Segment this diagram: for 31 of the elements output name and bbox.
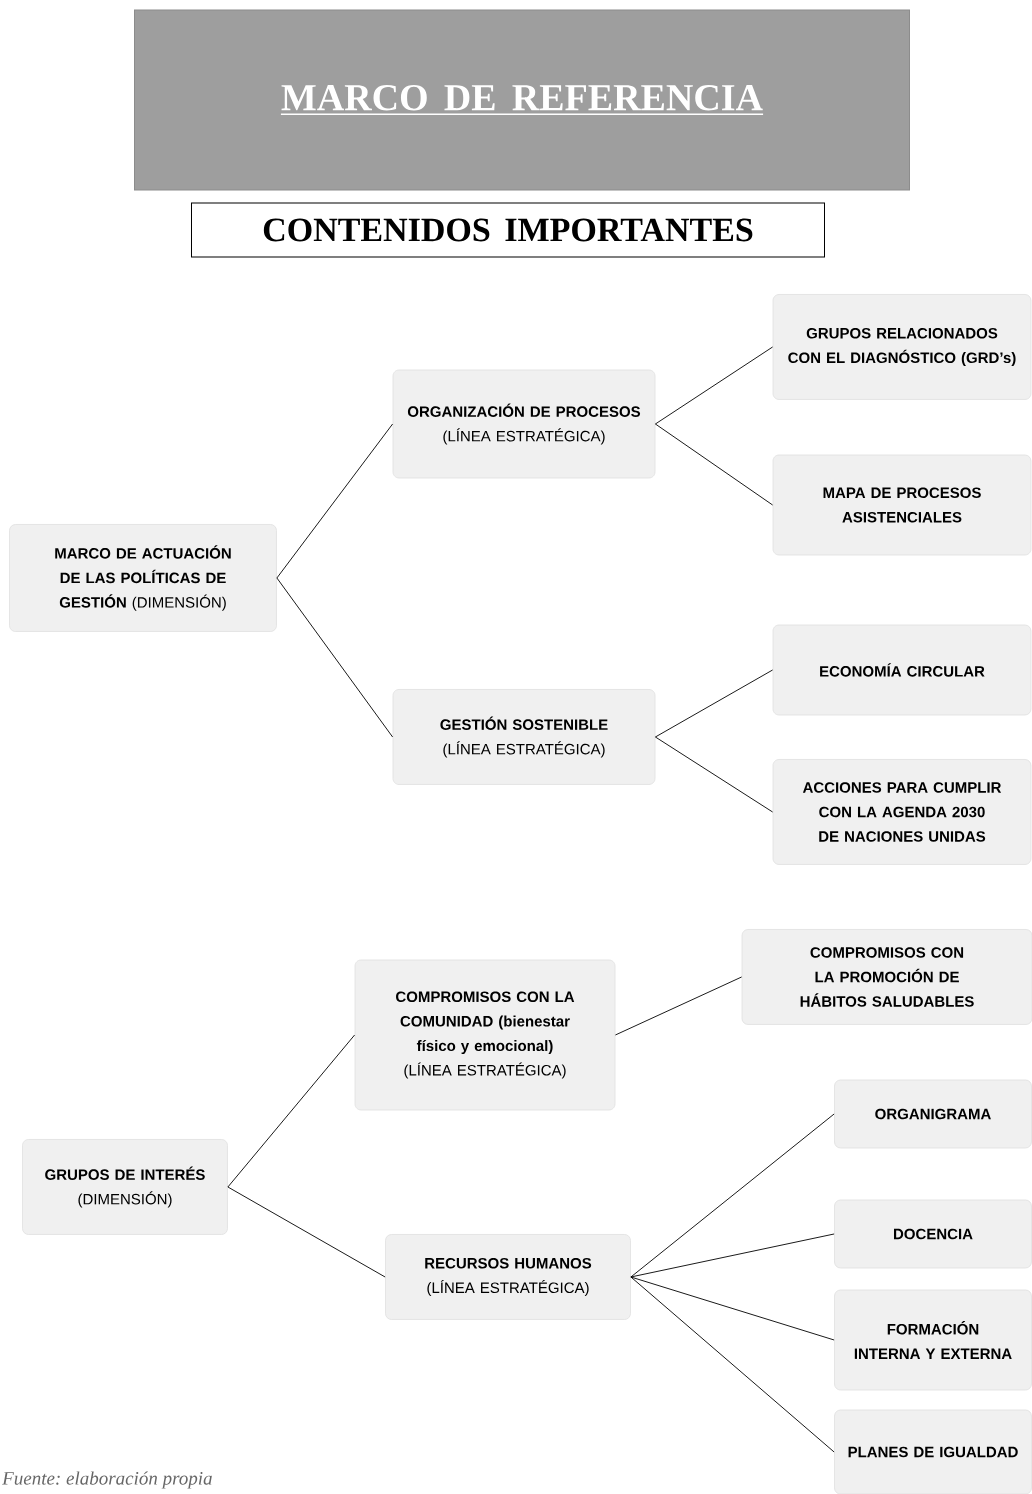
connector-line [654, 423, 774, 506]
concept-box: GRUPOS DE INTERÉS (DIMENSIÓN) [22, 1139, 228, 1235]
concept-box: RECURSOS HUMANOS (LÍNEA ESTRATÉGICA) [385, 1234, 631, 1320]
connector-line [654, 346, 774, 425]
connector-line [630, 1113, 835, 1278]
connector-line [276, 577, 394, 738]
concept-box: ORGANIZACIÓN DE PROCESOS (LÍNEA ESTRATÉGICA) [392, 369, 656, 479]
concept-box: MARCO DE ACTUACIÓN DE LAS POLÍTICAS DE GESTIÓN (DIMENSIÓN) [9, 524, 277, 632]
concept-box: MAPA DE PROCESOS ASISTENCIALES [772, 454, 1032, 556]
connector-line [227, 1186, 386, 1278]
connector-line [630, 1276, 835, 1453]
title-banner: MARCO DE REFERENCIA [134, 9, 910, 191]
heading-box: CONTENIDOS IMPORTANTES [191, 202, 825, 258]
concept-box: COMPROMISOS CON LA COMUNIDAD (bienestar físico y emocional) (LÍNEA ESTRATÉGICA) [354, 959, 616, 1111]
connector-line [630, 1276, 835, 1341]
connector-line [630, 1233, 835, 1278]
concept-box: ACCIONES PARA CUMPLIR CON LA AGENDA 2030 DE NACIONES UNIDAS [772, 759, 1032, 865]
concept-box: PLANES DE IGUALDAD [834, 1409, 1032, 1494]
connector-line [654, 736, 774, 813]
concept-box: FORMACIÓN INTERNA Y EXTERNA [834, 1289, 1032, 1391]
concept-box: DOCENCIA [834, 1199, 1032, 1269]
connector-line [654, 669, 774, 738]
connector-line [614, 976, 743, 1036]
concept-box: GRUPOS RELACIONADOS CON EL DIAGNÓSTICO (GRD’s) [772, 294, 1032, 400]
concept-box: ECONOMÍA CIRCULAR [772, 624, 1032, 716]
concept-box: GESTIÓN SOSTENIBLE (LÍNEA ESTRATÉGICA) [392, 689, 656, 785]
connector-line [227, 1034, 356, 1188]
concept-box: ORGANIGRAMA [834, 1079, 1032, 1149]
connector-line [276, 423, 394, 579]
caption: Fuente: elaboración propia [2, 1471, 212, 1489]
concept-box: COMPROMISOS CON LA PROMOCIÓN DE HÁBITOS SALUDABLES [741, 929, 1032, 1025]
